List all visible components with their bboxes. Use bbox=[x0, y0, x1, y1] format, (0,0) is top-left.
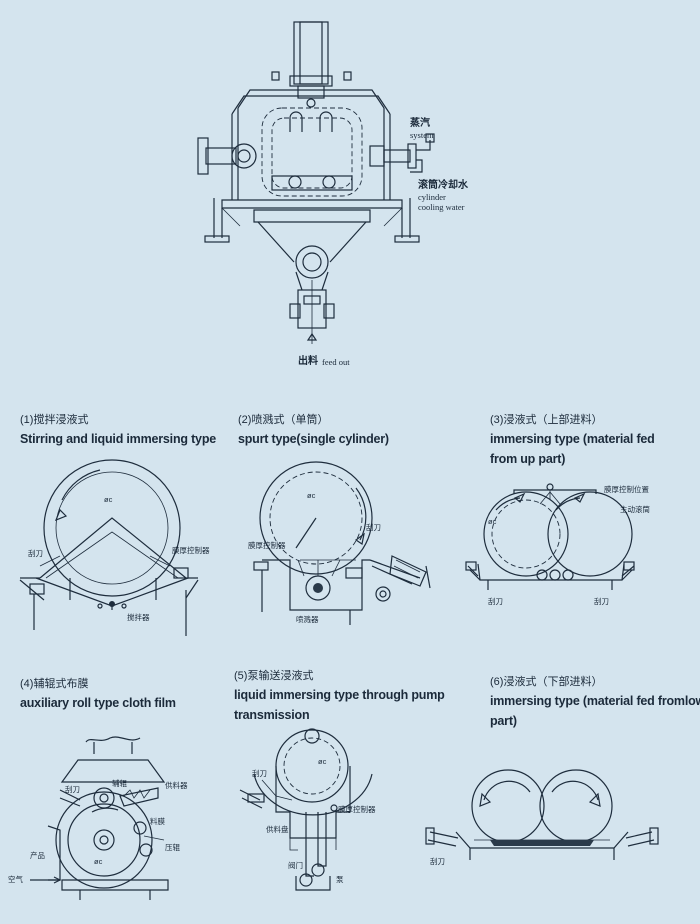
panel-3-scraper-left-label: 刮刀 bbox=[488, 597, 503, 606]
feed-out-label-en: feed out bbox=[322, 357, 350, 367]
panel-6-title-en-2: part) bbox=[490, 714, 517, 728]
panel-1-scraper-label: 刮刀 bbox=[28, 549, 43, 558]
panel-3-drawing bbox=[465, 483, 635, 590]
panel-2-thickness-label: 膜厚控制器 bbox=[248, 541, 286, 550]
panel-1-thickness-label: 膜厚控制器 bbox=[172, 546, 210, 555]
panel-5-scraper-label: 刮刀 bbox=[252, 769, 267, 778]
panel-4-air-label: 空气 bbox=[8, 875, 23, 884]
cooling-label-en-1: cylinder bbox=[418, 192, 446, 202]
panel-4-feeder-label: 供料器 bbox=[165, 781, 188, 790]
panel-2-drawing bbox=[253, 461, 431, 625]
panel-6-title-en-1: immersing type (material fed fromlow bbox=[490, 694, 700, 708]
panel-1-title-en: Stirring and liquid immersing type bbox=[20, 432, 217, 446]
panel-5-thickness-label: 膜厚控制器 bbox=[338, 805, 376, 814]
panel-4-oc-label: øc bbox=[94, 857, 103, 866]
panel-5-title-en-1: liquid immersing type through pump bbox=[234, 688, 445, 702]
panel-5-pump-label: 泵 bbox=[336, 875, 344, 884]
panel-3-oc-label: øc bbox=[488, 517, 497, 526]
panel-2-title-cn: (2)喷溅式（单筒） bbox=[238, 414, 329, 426]
panel-6-drawing bbox=[425, 769, 659, 860]
panel-1-oc-label: øc bbox=[104, 495, 113, 504]
panel-4-title-en: auxiliary roll type cloth film bbox=[20, 696, 176, 710]
panel-3-title-en-2: from up part) bbox=[490, 452, 566, 466]
main-dryer-drawing bbox=[197, 21, 435, 344]
panel-3-driven-roll-label: 主动滚筒 bbox=[620, 505, 650, 514]
panel-1-drawing bbox=[19, 459, 199, 636]
panel-4-aux-roll-label: 辅辊 bbox=[112, 779, 127, 788]
panel-5-valve-label: 阀门 bbox=[288, 861, 303, 870]
feed-out-label-cn: 出料 bbox=[298, 356, 318, 367]
panel-2-oc-label: øc bbox=[307, 491, 316, 500]
panel-6-scraper-label: 刮刀 bbox=[430, 857, 445, 866]
panel-4-title-cn: (4)辅辊式布膜 bbox=[20, 678, 89, 690]
cooling-label-cn: 滚筒冷却水 bbox=[418, 180, 468, 191]
panel-1-title-cn: (1)搅拌浸液式 bbox=[20, 414, 89, 426]
panel-5-oc-label: øc bbox=[318, 757, 327, 766]
panel-4-press-roll-label: 压辊 bbox=[165, 843, 180, 852]
panel-3-title-en-1: immersing type (material fed bbox=[490, 432, 655, 446]
panel-4-drawing bbox=[30, 736, 169, 900]
panel-4-film-label: 料膜 bbox=[150, 817, 165, 826]
steam-label-en: system bbox=[410, 130, 434, 140]
panel-2-title-en: spurt type(single cylinder) bbox=[238, 432, 389, 446]
panel-2-sprayer-label: 喷溅器 bbox=[296, 615, 319, 624]
panel-4-scraper-label: 刮刀 bbox=[65, 785, 80, 794]
panel-3-scraper-right-label: 刮刀 bbox=[594, 597, 609, 606]
panel-6-title-cn: (6)浸液式（下部进料） bbox=[490, 676, 603, 688]
panel-4-product-label: 产品 bbox=[30, 851, 45, 860]
panel-3-thickness-pos-label: 膜厚控制位置 bbox=[604, 485, 649, 494]
panel-2-scraper-label: 刮刀 bbox=[366, 523, 381, 532]
cooling-label-en-2: cooling water bbox=[418, 202, 465, 212]
steam-label-cn: 蒸汽 bbox=[410, 118, 430, 129]
panel-5-title-en-2: transmission bbox=[234, 708, 310, 722]
panel-5-drawing bbox=[239, 728, 373, 891]
panel-5-title-cn: (5)泵输送浸液式 bbox=[234, 670, 314, 682]
panel-5-feed-tray-label: 供料盘 bbox=[266, 825, 289, 834]
panel-1-stirrer-label: 搅拌器 bbox=[127, 613, 150, 622]
panel-3-title-cn: (3)浸液式（上部进料） bbox=[490, 414, 603, 426]
